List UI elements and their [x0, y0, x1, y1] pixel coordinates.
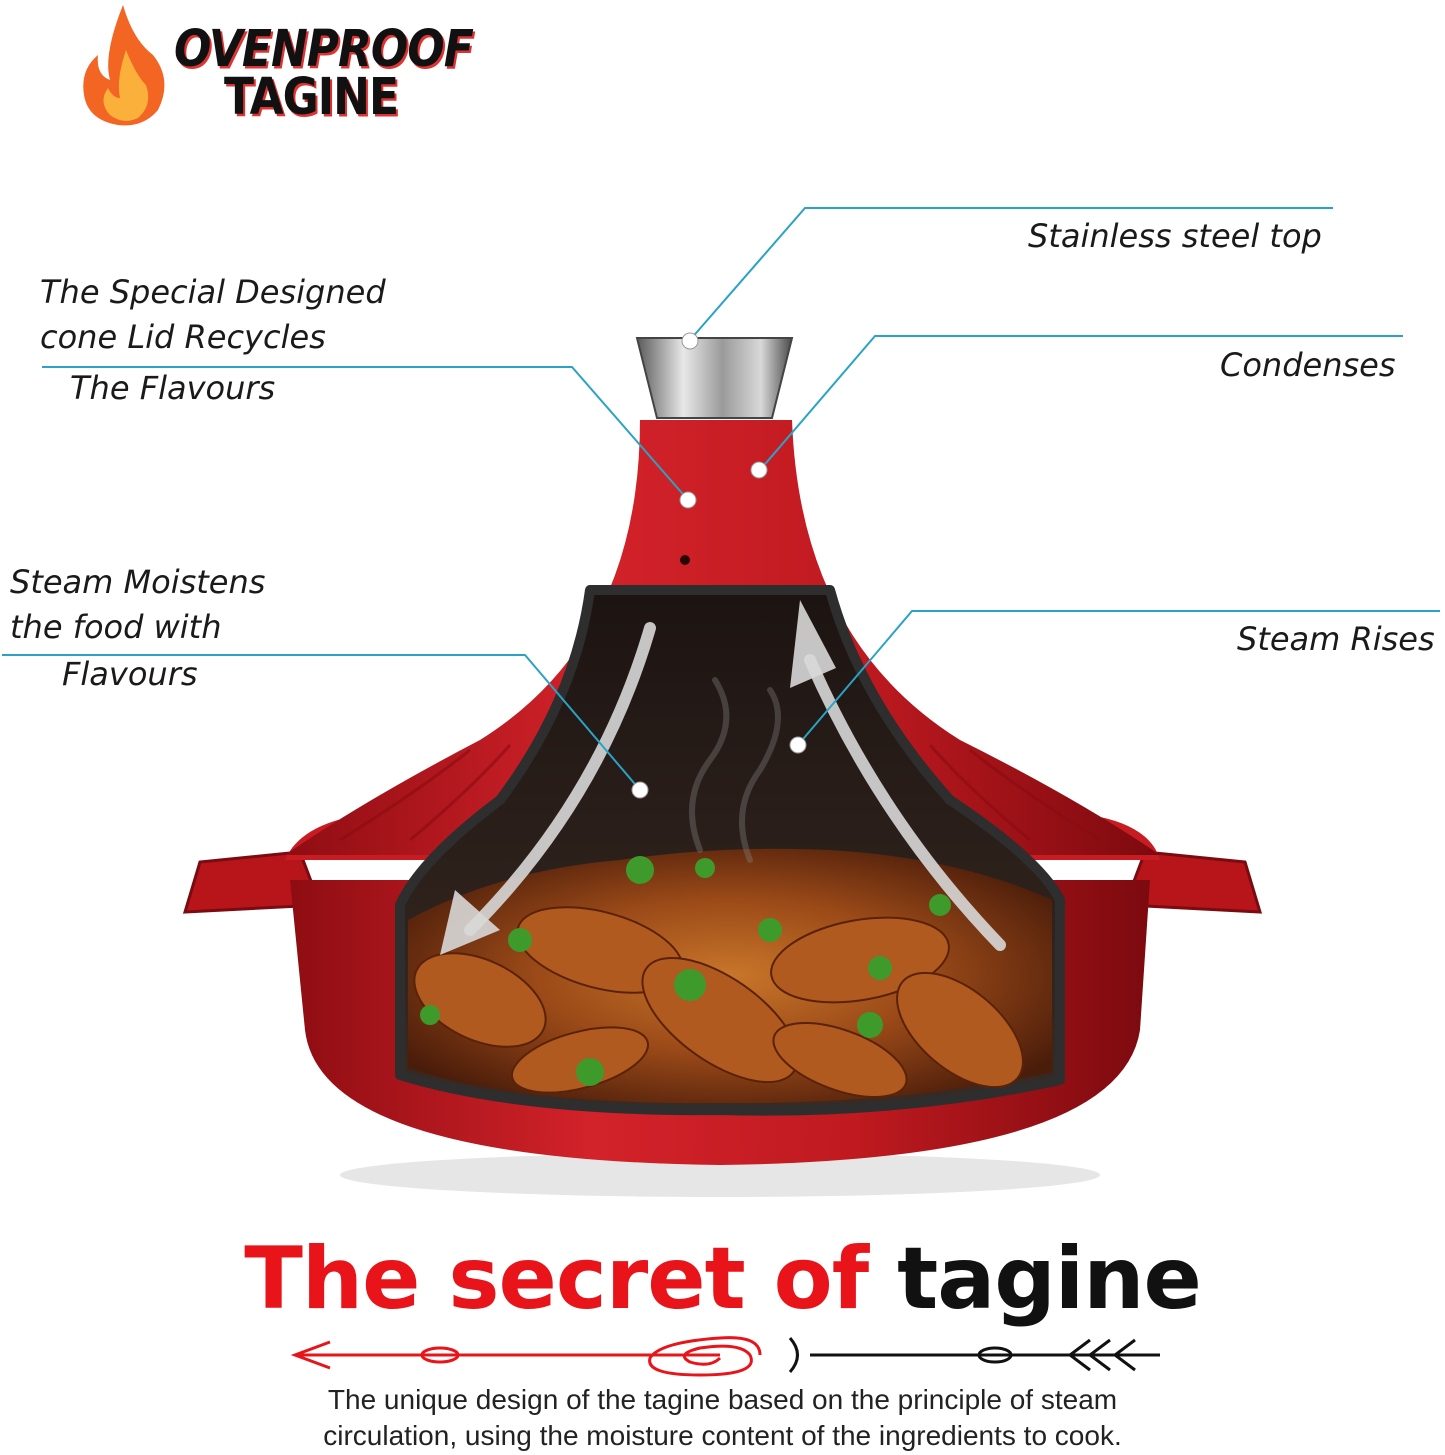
logo-line-1: OVENPROOF — [174, 20, 474, 79]
callout-steam-moistens-line-2: the food with — [10, 608, 222, 646]
steam-up-arrow — [804, 654, 1006, 951]
logo: OVENPROOF TAGINE — [78, 0, 474, 130]
tagine-illustration — [2, 207, 1440, 1197]
leader-lines — [2, 207, 1440, 791]
callout-condenses: Condenses — [1220, 346, 1396, 384]
lid-ribs — [339, 744, 1101, 842]
logo-line-2: TAGINE — [224, 68, 399, 127]
headline-black: tagine — [897, 1229, 1202, 1329]
stainless-knob — [635, 337, 794, 419]
steam-down-arrow — [464, 622, 656, 936]
flame-icon — [83, 5, 165, 126]
callout-steam-moistens: Steam Moistens the food with Flavours — [10, 560, 265, 697]
pot-shadow — [340, 1153, 1100, 1197]
headline: The secret of tagine — [0, 1228, 1445, 1331]
callout-stainless-steel-top: Stainless steel top — [1028, 217, 1322, 255]
herb-garnish — [420, 856, 951, 1086]
description-line-1: The unique design of the tagine based on… — [327, 1384, 1118, 1415]
vent-hole — [680, 555, 690, 565]
callout-dots — [631, 332, 807, 799]
steam-down-arrowhead — [440, 890, 500, 955]
callout-cone-lid: The Special Designed cone Lid Recycles T… — [40, 270, 386, 411]
description-line-2: circulation, using the moisture content … — [323, 1419, 1122, 1451]
callout-steam-moistens-line-3: Flavours — [62, 655, 198, 693]
decorative-divider — [290, 1336, 1160, 1377]
callout-steam-rises: Steam Rises — [1237, 620, 1435, 658]
callout-steam-moistens-line-1: Steam Moistens — [10, 563, 266, 601]
callout-cone-lid-line-3: The Flavours — [70, 369, 276, 407]
callout-cone-lid-line-1: The Special Designed — [40, 273, 386, 311]
steam-up-arrowhead — [790, 600, 836, 688]
description: The unique design of the tagine based on… — [0, 1382, 1445, 1454]
callout-cone-lid-line-2: cone Lid Recycles — [40, 318, 326, 356]
steam — [689, 677, 781, 863]
headline-red: The secret of — [244, 1229, 869, 1329]
